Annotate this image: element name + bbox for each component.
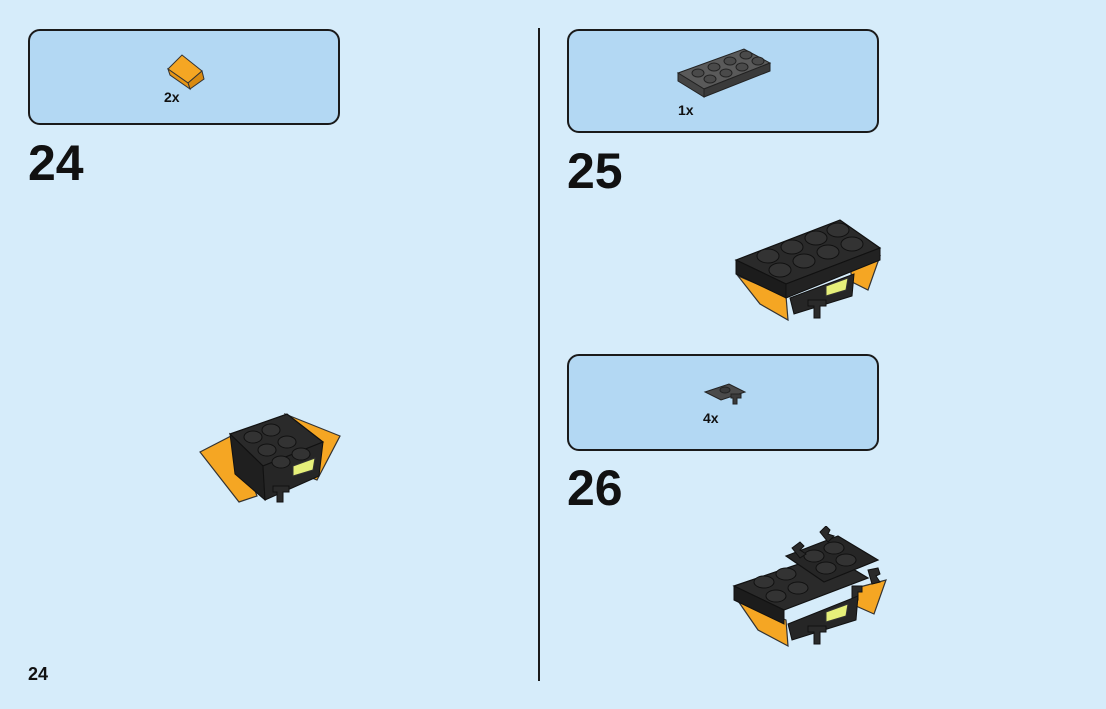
dark-gray-clip-plate-icon <box>703 383 747 405</box>
parts-box-step-25: 1x <box>567 29 879 133</box>
parts-box-step-24: 2x <box>28 29 340 125</box>
column-divider <box>538 28 540 681</box>
part-quantity: 4x <box>703 410 719 426</box>
step-number-26: 26 <box>567 460 623 516</box>
page-number: 24 <box>28 664 49 684</box>
step-number-25: 25 <box>567 143 623 199</box>
parts-box-step-26: 4x <box>567 354 879 451</box>
orange-slope-brick-icon <box>167 54 205 91</box>
step-25-assembly-illustration <box>734 219 882 322</box>
part-quantity: 1x <box>678 102 694 118</box>
part-quantity: 2x <box>164 89 180 105</box>
step-number-24: 24 <box>28 135 84 191</box>
step-24-assembly-illustration <box>199 412 341 503</box>
dark-gray-2x4-plate-icon <box>676 48 772 98</box>
step-26-assembly-illustration <box>732 526 887 648</box>
